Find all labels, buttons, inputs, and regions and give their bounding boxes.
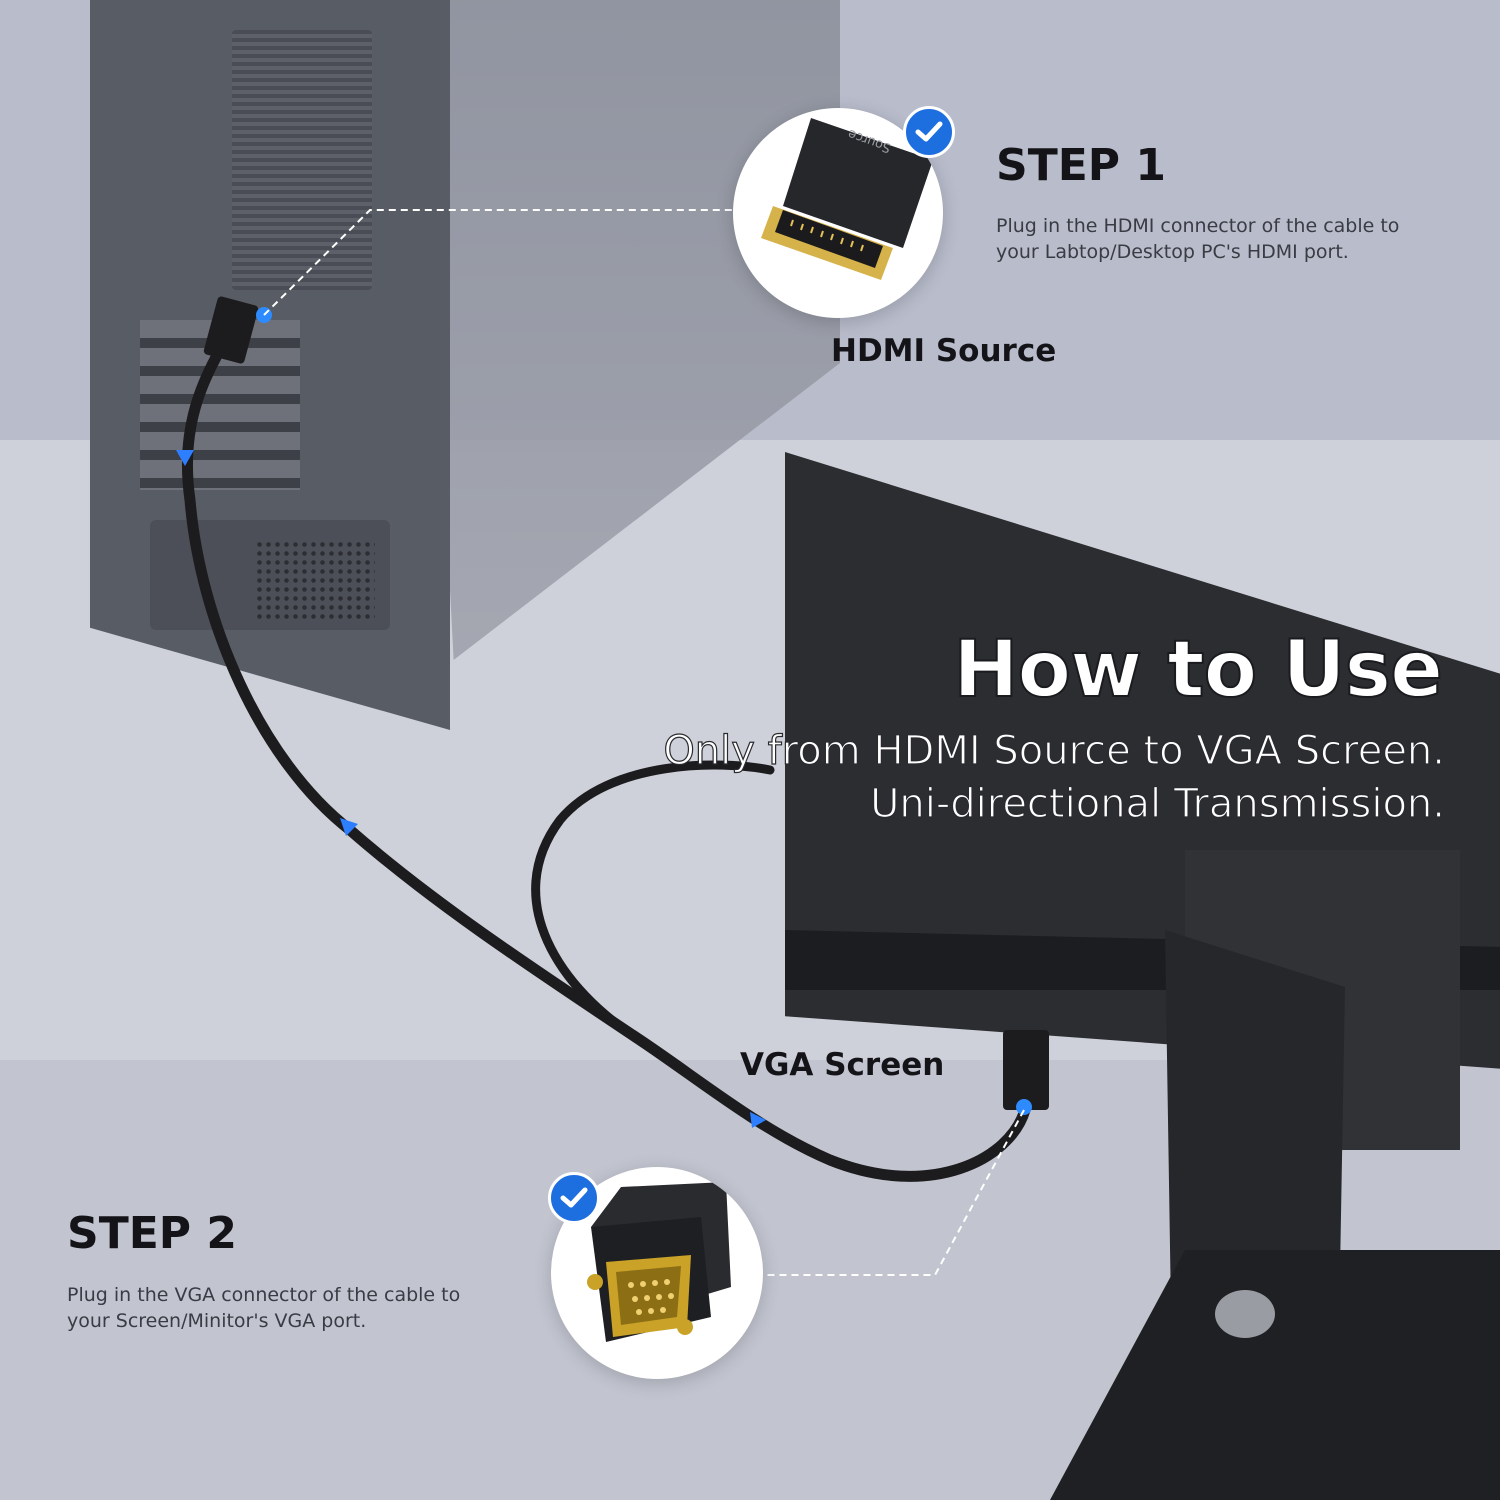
step1-title: STEP 1 [996, 140, 1166, 191]
pc-psu-grill [255, 540, 375, 620]
vga-screen-label: VGA Screen [740, 1047, 945, 1083]
vga-guide-line [762, 1109, 1025, 1276]
hdmi-guide-line [263, 209, 733, 316]
vga-connector-callout [551, 1167, 763, 1379]
hdmi-connector-icon: Source [761, 118, 933, 280]
cable-loop [531, 760, 775, 1045]
how-to-use-title: How to Use [952, 624, 1444, 716]
hdmi-plug-body [203, 296, 259, 364]
hdmi-source-label: HDMI Source [831, 333, 1057, 369]
step1-checkmark-icon [903, 106, 955, 158]
step2-description: Plug in the VGA connector of the cable t… [67, 1284, 461, 1332]
how-to-use-line2: Uni-directional Transmission. [869, 780, 1445, 827]
monitor-stand-cable-hole [1215, 1290, 1275, 1338]
step2-checkmark-icon [548, 1172, 600, 1224]
hdmi-vga-cable [181, 324, 1031, 1182]
how-to-use-line1: Only from HDMI Source to VGA Screen. [663, 727, 1446, 774]
step2-title: STEP 2 [67, 1208, 237, 1259]
vga-connector-icon [587, 1182, 731, 1342]
direction-arrow-icon [176, 450, 766, 1128]
step1-description: Plug in the HDMI connector of the cable … [996, 215, 1400, 263]
vga-plug-body [1003, 1030, 1049, 1110]
pc-tower-grill [232, 30, 372, 290]
vga-port-glow [1016, 1099, 1032, 1115]
